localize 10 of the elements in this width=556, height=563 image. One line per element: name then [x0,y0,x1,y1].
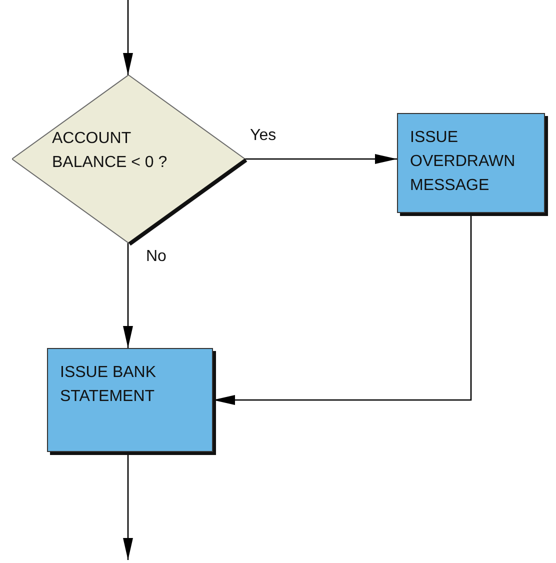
process-box [47,348,213,452]
process-box [397,113,545,213]
arrow [213,213,472,405]
node-text: ISSUE BANK STATEMENT [60,363,158,407]
arrow [123,0,133,75]
arrow [123,452,133,560]
node-text: ACCOUNT BALANCE < 0 ? [52,129,168,173]
arrow [123,243,133,348]
node-text: ISSUE OVERDRAWN MESSAGE [410,128,516,196]
arrow [245,154,397,164]
